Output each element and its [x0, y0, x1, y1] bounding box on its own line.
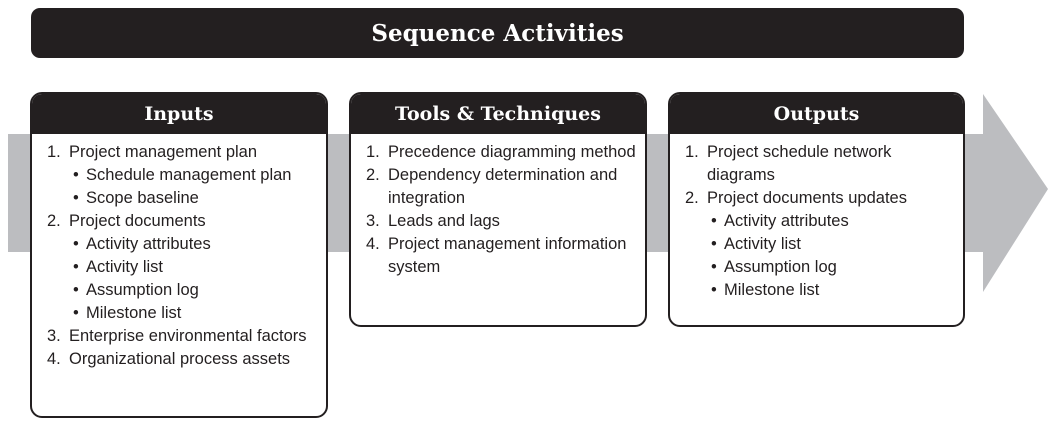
- bullet-icon: •: [711, 235, 717, 253]
- list-item: 2. Project documents updates: [685, 187, 955, 210]
- panel-heading: Inputs: [32, 94, 326, 134]
- item-number: 2.: [366, 166, 380, 184]
- sub-list-item: • Assumption log: [685, 256, 955, 279]
- list-item: 4. Organizational process assets: [47, 348, 318, 371]
- tools-techniques-panel: Tools & Techniques 1. Precedence diagramm…: [349, 92, 647, 327]
- sub-item-text: Activity attributes: [86, 235, 211, 253]
- sub-list-item: • Assumption log: [47, 279, 318, 302]
- list-item: 3. Enterprise environmental factors: [47, 325, 318, 348]
- item-text: Organizational process assets: [69, 350, 291, 368]
- sub-item-text: Schedule management plan: [86, 166, 292, 184]
- page-title: Sequence Activities: [31, 8, 964, 58]
- item-number: 3.: [366, 212, 380, 230]
- sub-list-item: • Schedule management plan: [47, 164, 318, 187]
- item-text: Project documents updates: [707, 189, 907, 207]
- item-number: 1.: [47, 143, 61, 161]
- bullet-icon: •: [711, 281, 717, 299]
- item-text: Project documents: [69, 212, 206, 230]
- bullet-icon: •: [711, 258, 717, 276]
- sub-item-text: Activity list: [724, 235, 802, 253]
- sub-item-text: Assumption log: [86, 281, 199, 299]
- sub-item-text: Assumption log: [724, 258, 837, 276]
- bullet-icon: •: [73, 235, 79, 253]
- item-number: 2.: [47, 212, 61, 230]
- list-item: 1. Project management plan: [47, 141, 318, 164]
- bullet-icon: •: [73, 258, 79, 276]
- panel-list: 1. Project schedule network diagrams 2. Pro…: [670, 134, 963, 302]
- sub-list-item: • Activity list: [47, 256, 318, 279]
- sub-item-text: Milestone list: [724, 281, 820, 299]
- item-text: Project schedule network diagrams: [707, 143, 892, 184]
- bullet-icon: •: [73, 166, 79, 184]
- item-text: Leads and lags: [388, 212, 500, 230]
- sub-list-item: • Scope baseline: [47, 187, 318, 210]
- list-item: 2. Dependency determination and integrati…: [366, 164, 637, 210]
- sub-item-text: Scope baseline: [86, 189, 199, 207]
- item-number: 1.: [685, 143, 699, 161]
- item-text: Project management information system: [388, 235, 627, 276]
- item-number: 4.: [47, 350, 61, 368]
- item-text: Precedence diagramming method: [388, 143, 636, 161]
- bullet-icon: •: [73, 304, 79, 322]
- sub-list-item: • Activity attributes: [685, 210, 955, 233]
- outputs-panel: Outputs 1. Project schedule network diagr…: [668, 92, 965, 327]
- panel-list: 1. Precedence diagramming method 2. Depende…: [351, 134, 645, 279]
- item-text: Project management plan: [69, 143, 258, 161]
- sub-item-text: Activity attributes: [724, 212, 849, 230]
- inputs-panel: Inputs 1. Project management plan • Schedul…: [30, 92, 328, 418]
- panel-list: 1. Project management plan • Schedule manag…: [32, 134, 326, 371]
- sub-list-item: • Milestone list: [47, 302, 318, 325]
- bullet-icon: •: [73, 281, 79, 299]
- list-item: 1. Precedence diagramming method: [366, 141, 637, 164]
- list-item: 1. Project schedule network diagrams: [685, 141, 955, 187]
- item-number: 1.: [366, 143, 380, 161]
- sub-list-item: • Milestone list: [685, 279, 955, 302]
- item-number: 4.: [366, 235, 380, 253]
- bullet-icon: •: [711, 212, 717, 230]
- panel-heading: Tools & Techniques: [351, 94, 645, 134]
- sub-item-text: Milestone list: [86, 304, 182, 322]
- list-item: 4. Project management information system: [366, 233, 637, 279]
- item-number: 3.: [47, 327, 61, 345]
- list-item: 3. Leads and lags: [366, 210, 637, 233]
- bullet-icon: •: [73, 189, 79, 207]
- sub-list-item: • Activity list: [685, 233, 955, 256]
- list-item: 2. Project documents: [47, 210, 318, 233]
- sub-list-item: • Activity attributes: [47, 233, 318, 256]
- sub-item-text: Activity list: [86, 258, 164, 276]
- item-number: 2.: [685, 189, 699, 207]
- panel-heading: Outputs: [670, 94, 963, 134]
- item-text: Dependency determination and integration: [388, 166, 618, 207]
- item-text: Enterprise environmental factors: [69, 327, 307, 345]
